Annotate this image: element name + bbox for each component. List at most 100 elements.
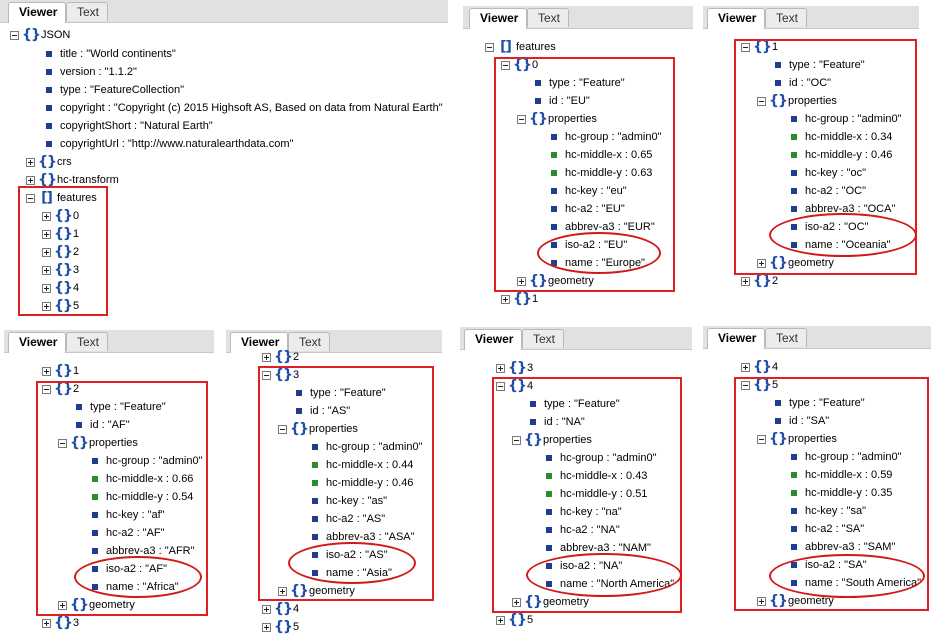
- tree-node-feature-4[interactable]: {}4: [262, 600, 299, 618]
- expand-toggle-icon[interactable]: [262, 622, 271, 632]
- tree-node-feature-1[interactable]: {}1: [42, 362, 79, 380]
- tab-text[interactable]: Text: [66, 332, 108, 351]
- tree-node-feature-5[interactable]: {}5: [496, 611, 533, 629]
- expand-toggle-icon[interactable]: [757, 258, 766, 268]
- collapse-toggle-icon[interactable]: [26, 193, 35, 203]
- tree-node-feature-1[interactable]: {}1: [741, 38, 778, 56]
- expand-toggle-icon[interactable]: [42, 301, 51, 311]
- expand-toggle-icon[interactable]: [517, 276, 526, 286]
- tab-text[interactable]: Text: [522, 329, 564, 348]
- tree-node-feature-4[interactable]: {}4: [741, 358, 778, 376]
- tab-text[interactable]: Text: [527, 8, 569, 27]
- tree-leaf[interactable]: hc-key : "as": [310, 492, 387, 510]
- expand-toggle-icon[interactable]: [262, 604, 271, 614]
- tree-leaf[interactable]: abbrev-a3 : "ASA": [310, 528, 415, 546]
- tab-text[interactable]: Text: [765, 328, 807, 347]
- tab-viewer[interactable]: Viewer: [707, 8, 765, 29]
- expand-toggle-icon[interactable]: [262, 352, 271, 362]
- tree-leaf[interactable]: abbrev-a3 : "NAM": [544, 539, 651, 557]
- tree-leaf[interactable]: hc-group : "admin0": [310, 438, 422, 456]
- tree-leaf[interactable]: hc-middle-y : 0.46: [789, 146, 892, 164]
- tree-leaf[interactable]: name : "Europe": [549, 254, 645, 272]
- collapse-toggle-icon[interactable]: [485, 42, 494, 52]
- tree-leaf[interactable]: hc-key : "eu": [549, 182, 627, 200]
- collapse-toggle-icon[interactable]: [512, 435, 521, 445]
- tree-leaf[interactable]: hc-a2 : "AF": [90, 524, 165, 542]
- tree-leaf[interactable]: type : "Feature": [773, 394, 865, 412]
- tab-viewer[interactable]: Viewer: [707, 328, 765, 349]
- tree-leaf[interactable]: id : "AF": [74, 416, 130, 434]
- collapse-toggle-icon[interactable]: [517, 114, 526, 124]
- collapse-toggle-icon[interactable]: [501, 60, 510, 70]
- tree-node-feature-2[interactable]: {}2: [262, 348, 299, 366]
- expand-toggle-icon[interactable]: [42, 265, 51, 275]
- tab-text[interactable]: Text: [288, 332, 330, 351]
- tree-node-hc-transform[interactable]: {}hc-transform: [26, 171, 119, 189]
- tree-leaf[interactable]: hc-middle-y : 0.46: [310, 474, 413, 492]
- tree-node-properties[interactable]: {}properties: [757, 430, 837, 448]
- tree-leaf[interactable]: abbrev-a3 : "EUR": [549, 218, 655, 236]
- tree-node-properties[interactable]: {}properties: [757, 92, 837, 110]
- expand-toggle-icon[interactable]: [42, 283, 51, 293]
- tree-node-feature-0[interactable]: {}0: [42, 207, 79, 225]
- tree-leaf[interactable]: iso-a2 : "NA": [544, 557, 622, 575]
- tree-leaf[interactable]: hc-middle-y : 0.63: [549, 164, 652, 182]
- tree-leaf[interactable]: id : "OC": [773, 74, 831, 92]
- tree-leaf[interactable]: name : "Oceania": [789, 236, 890, 254]
- expand-toggle-icon[interactable]: [26, 175, 35, 185]
- tree-node-feature-5[interactable]: {}5: [741, 376, 778, 394]
- tab-text[interactable]: Text: [765, 8, 807, 27]
- tab-viewer[interactable]: Viewer: [230, 332, 288, 353]
- tree-leaf[interactable]: name : "Asia": [310, 564, 392, 582]
- collapse-toggle-icon[interactable]: [278, 424, 287, 434]
- tree-leaf[interactable]: hc-a2 : "EU": [549, 200, 625, 218]
- tree-node-properties[interactable]: {}properties: [517, 110, 597, 128]
- tree-leaf[interactable]: hc-key : "af": [90, 506, 165, 524]
- tree-leaf[interactable]: hc-middle-y : 0.51: [544, 485, 647, 503]
- expand-toggle-icon[interactable]: [741, 276, 750, 286]
- tree-node-feature-2[interactable]: {}2: [42, 243, 79, 261]
- collapse-toggle-icon[interactable]: [741, 42, 750, 52]
- tree-leaf[interactable]: type : "Feature": [533, 74, 625, 92]
- collapse-toggle-icon[interactable]: [496, 381, 505, 391]
- collapse-toggle-icon[interactable]: [58, 438, 67, 448]
- tree-leaf[interactable]: name : "North America": [544, 575, 674, 593]
- tree-node-feature-3[interactable]: {}3: [496, 359, 533, 377]
- tree-node-features[interactable]: []features: [26, 189, 97, 207]
- tree-node-geometry[interactable]: {}geometry: [517, 272, 594, 290]
- tree-leaf[interactable]: iso-a2 : "OC": [789, 218, 868, 236]
- tree-leaf[interactable]: name : "Africa": [90, 578, 179, 596]
- tree-node-properties[interactable]: {}properties: [278, 420, 358, 438]
- expand-toggle-icon[interactable]: [741, 362, 750, 372]
- tree-leaf[interactable]: iso-a2 : "SA": [789, 556, 867, 574]
- tree-leaf[interactable]: hc-a2 : "AS": [310, 510, 385, 528]
- collapse-toggle-icon[interactable]: [42, 384, 51, 394]
- tree-leaf[interactable]: hc-key : "oc": [789, 164, 866, 182]
- tree-node-feature-0[interactable]: {}0: [501, 56, 538, 74]
- tree-node-properties[interactable]: {}properties: [512, 431, 592, 449]
- tree-leaf[interactable]: hc-middle-x : 0.66: [90, 470, 193, 488]
- tree-node-feature-3[interactable]: {}3: [42, 261, 79, 279]
- tree-leaf[interactable]: id : "SA": [773, 412, 829, 430]
- tree-node-geometry[interactable]: {}geometry: [278, 582, 355, 600]
- tree-leaf[interactable]: hc-middle-x : 0.43: [544, 467, 647, 485]
- tree-leaf[interactable]: iso-a2 : "AS": [310, 546, 388, 564]
- tree-leaf[interactable]: hc-middle-y : 0.54: [90, 488, 193, 506]
- expand-toggle-icon[interactable]: [42, 247, 51, 257]
- expand-toggle-icon[interactable]: [42, 229, 51, 239]
- tree-leaf[interactable]: type : "FeatureCollection": [44, 81, 184, 99]
- collapse-toggle-icon[interactable]: [757, 434, 766, 444]
- tree-leaf[interactable]: title : "World continents": [44, 45, 176, 63]
- tree-leaf[interactable]: hc-group : "admin0": [544, 449, 656, 467]
- tree-node-geometry[interactable]: {}geometry: [58, 596, 135, 614]
- tree-leaf[interactable]: id : "AS": [294, 402, 350, 420]
- collapse-toggle-icon[interactable]: [757, 96, 766, 106]
- expand-toggle-icon[interactable]: [58, 600, 67, 610]
- tree-leaf[interactable]: hc-group : "admin0": [549, 128, 661, 146]
- tree-leaf[interactable]: copyright : "Copyright (c) 2015 Highsoft…: [44, 99, 443, 117]
- expand-toggle-icon[interactable]: [501, 294, 510, 304]
- tree-node-crs[interactable]: {}crs: [26, 153, 72, 171]
- tree-leaf[interactable]: hc-middle-y : 0.35: [789, 484, 892, 502]
- tab-viewer[interactable]: Viewer: [469, 8, 527, 29]
- tree-leaf[interactable]: hc-a2 : "SA": [789, 520, 864, 538]
